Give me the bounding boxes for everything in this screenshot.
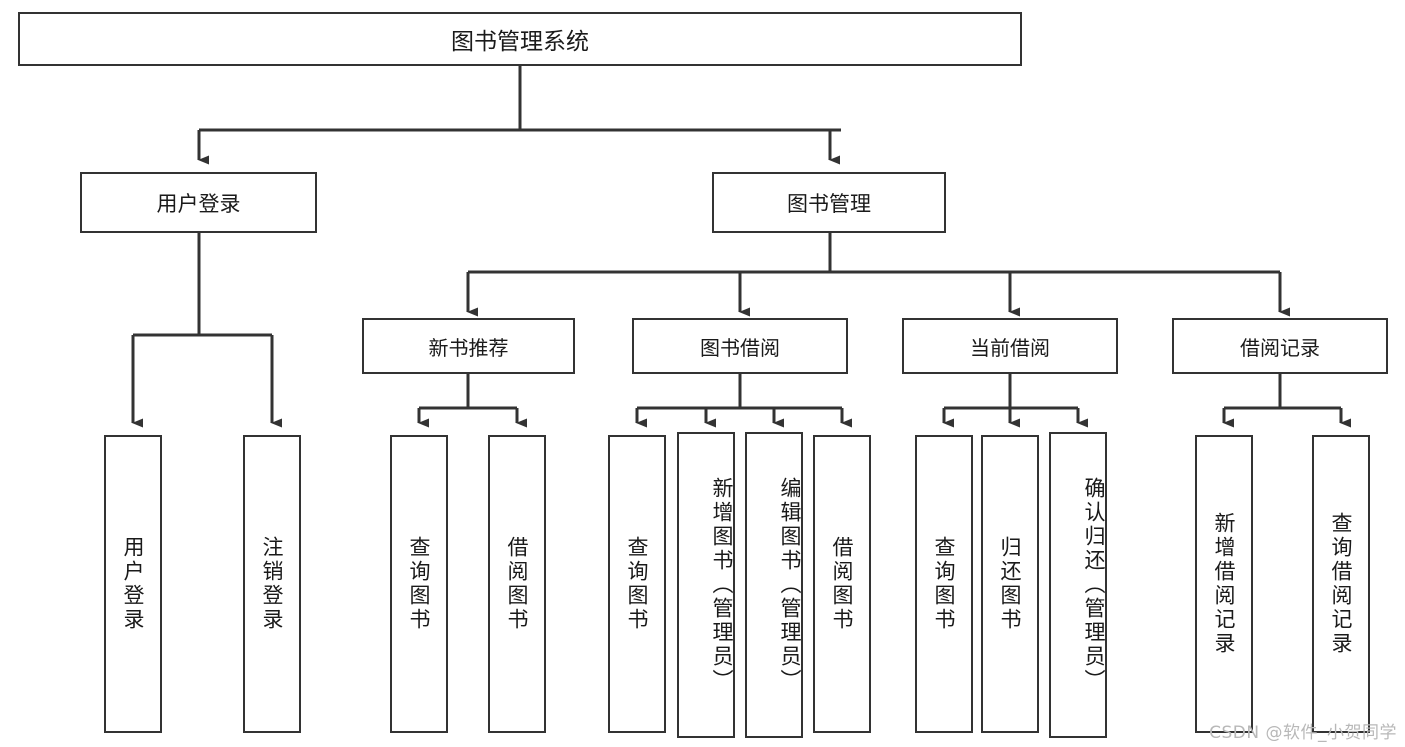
node-leaf-borrow-record-query[interactable]: 查询借阅记录	[1312, 435, 1370, 733]
node-label: 查询借阅记录	[1329, 512, 1354, 656]
node-borrow-record[interactable]: 借阅记录	[1172, 318, 1388, 374]
node-label: 图书借阅	[700, 335, 780, 360]
node-label: 图书管理系统	[451, 29, 589, 55]
node-label: 图书管理	[787, 191, 871, 216]
node-leaf-user-login-login[interactable]: 用户登录	[104, 435, 162, 733]
node-label: 用户登录	[156, 191, 241, 216]
node-label: 借阅图书	[830, 536, 855, 632]
node-label: 借阅图书	[505, 536, 530, 632]
node-leaf-new-book-borrow[interactable]: 借阅图书	[488, 435, 546, 733]
node-root-system[interactable]: 图书管理系统	[18, 12, 1022, 66]
node-book-borrow[interactable]: 图书借阅	[632, 318, 848, 374]
node-label: 当前借阅	[970, 335, 1050, 360]
node-leaf-current-borrow-return[interactable]: 归还图书	[981, 435, 1039, 733]
node-label: 新增借阅记录	[1212, 512, 1237, 656]
node-leaf-current-borrow-query[interactable]: 查询图书	[915, 435, 973, 733]
watermark-text: CSDN @软件_小贺同学	[1209, 723, 1397, 743]
node-label: 编辑图书（管理员）	[778, 477, 802, 693]
node-label: 查询图书	[407, 536, 432, 632]
node-book-management[interactable]: 图书管理	[712, 172, 946, 233]
node-leaf-book-borrow-edit-admin[interactable]: 编辑图书（管理员）	[745, 432, 803, 738]
node-leaf-current-borrow-confirm-admin[interactable]: 确认归还（管理员）	[1049, 432, 1107, 738]
node-leaf-book-borrow-add-admin[interactable]: 新增图书（管理员）	[677, 432, 735, 738]
node-leaf-book-borrow-query[interactable]: 查询图书	[608, 435, 666, 733]
node-leaf-new-book-query[interactable]: 查询图书	[390, 435, 448, 733]
node-label: 查询图书	[625, 536, 650, 632]
node-label: 新增图书（管理员）	[710, 477, 734, 693]
node-label: 归还图书	[998, 536, 1023, 632]
node-label: 借阅记录	[1240, 335, 1320, 360]
node-leaf-borrow-record-add[interactable]: 新增借阅记录	[1195, 435, 1253, 733]
node-label: 查询图书	[932, 536, 957, 632]
node-label: 注销登录	[260, 536, 285, 632]
node-label: 新书推荐	[428, 335, 509, 360]
node-user-login[interactable]: 用户登录	[80, 172, 317, 233]
node-leaf-book-borrow-borrow[interactable]: 借阅图书	[813, 435, 871, 733]
node-label: 确认归还（管理员）	[1082, 477, 1106, 693]
node-label: 用户登录	[121, 536, 146, 632]
node-new-book-recommend[interactable]: 新书推荐	[362, 318, 575, 374]
node-current-borrow[interactable]: 当前借阅	[902, 318, 1118, 374]
node-leaf-user-login-logout[interactable]: 注销登录	[243, 435, 301, 733]
